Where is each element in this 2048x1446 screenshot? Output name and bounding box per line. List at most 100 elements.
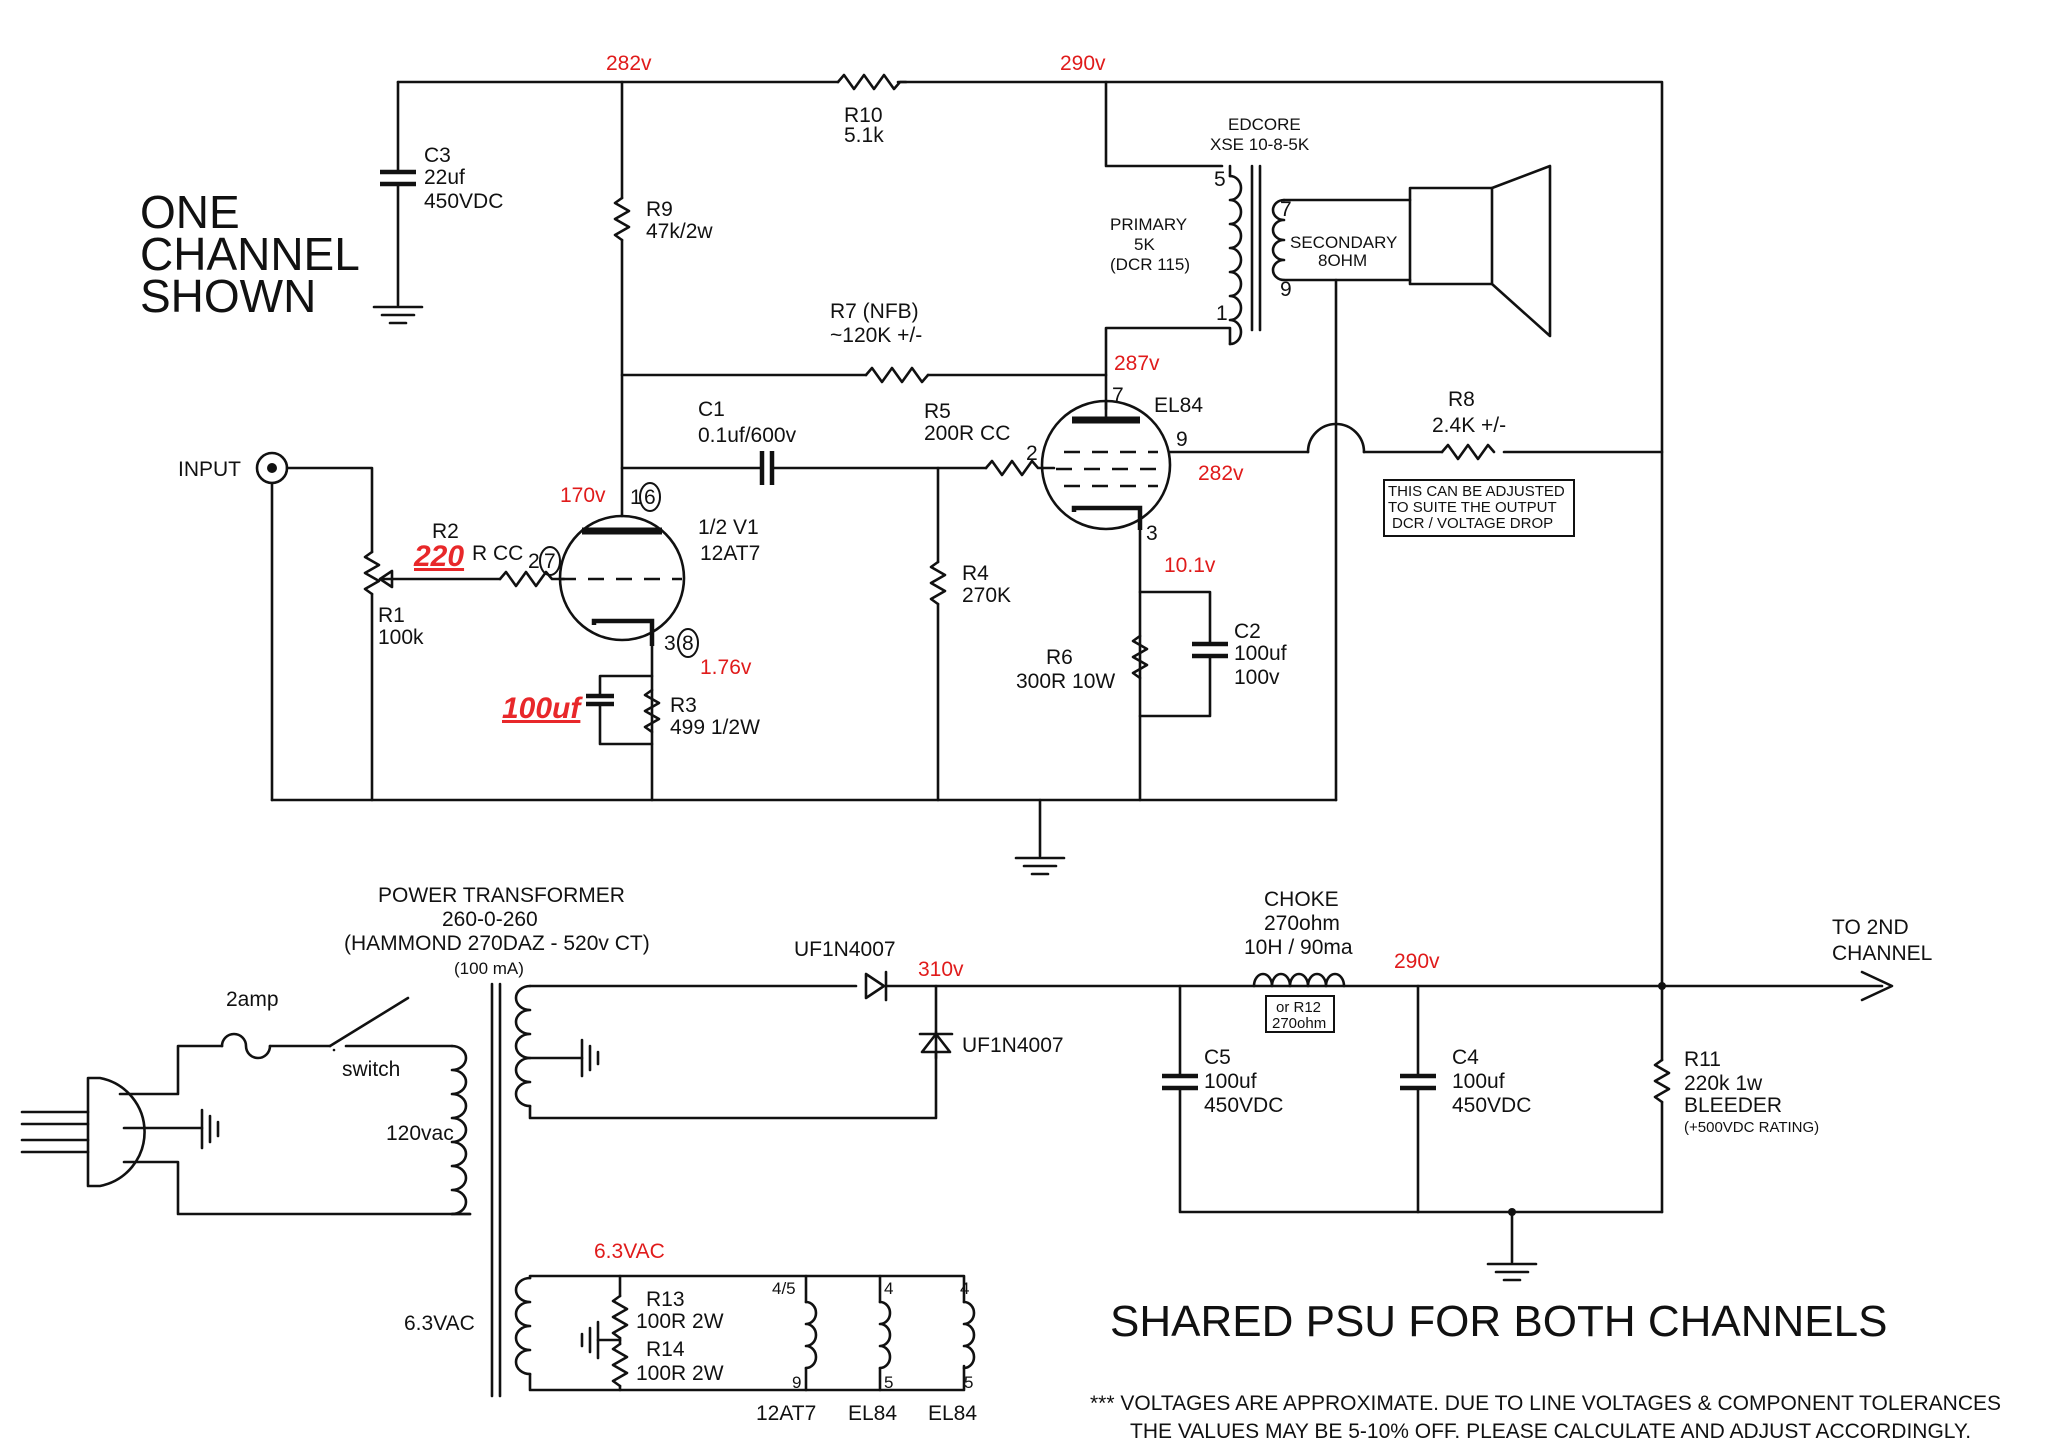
v1-pin3: 3: [664, 632, 676, 655]
r8-note-1: THIS CAN BE ADJUSTED: [1388, 483, 1565, 500]
heater-tube-2: EL84: [848, 1402, 897, 1425]
el84-pin3: 3: [1146, 522, 1158, 545]
c5-ref: C5: [1204, 1046, 1231, 1069]
r1-val: 100k: [378, 626, 424, 649]
diode-d1-icon: [864, 972, 886, 1000]
r8-note-3: DCR / VOLTAGE DROP: [1392, 515, 1553, 532]
c3-val2: 450VDC: [424, 190, 503, 213]
ot-secondary-2: 8OHM: [1318, 251, 1367, 270]
v1-name-1: 1/2 V1: [698, 516, 759, 539]
voltage-1-76: 1.76v: [700, 656, 752, 679]
r8-note-2: TO SUITE THE OUTPUT: [1388, 499, 1557, 516]
pt-line-3: (HAMMOND 270DAZ - 520v CT): [344, 932, 650, 955]
choke-line-3: 10H / 90ma: [1244, 936, 1353, 959]
c3-val1: 22uf: [424, 166, 465, 189]
r2-val: R CC: [472, 542, 523, 565]
ot-model: XSE 10-8-5K: [1210, 135, 1310, 154]
v1-pin8: 8: [682, 632, 694, 655]
r10-resistor: [836, 73, 908, 91]
ot-pin5: 5: [1214, 168, 1226, 191]
cathode-cap-red-value: 100uf: [502, 692, 583, 725]
r11-resistor: [1653, 1058, 1671, 1104]
v1-pin6: 6: [644, 486, 656, 509]
r13-ref: R13: [646, 1288, 685, 1311]
r8-screen-resistor: [1168, 422, 1664, 537]
el84-cathode-network: [1131, 590, 1228, 718]
r2-ref: R2: [432, 520, 459, 543]
heater-pin-5a: 5: [884, 1373, 893, 1392]
v1-pin2: 2: [528, 550, 540, 573]
el84-pin2: 2: [1026, 442, 1038, 465]
footnote-line-1: *** VOLTAGES ARE APPROXIMATE. DUE TO LIN…: [1090, 1392, 2001, 1415]
voltage-287: 287v: [1114, 352, 1160, 375]
voltage-282-top: 282v: [606, 52, 652, 75]
r9-ref: R9: [646, 198, 673, 221]
r5-ref: R5: [924, 400, 951, 423]
c1-capacitor: [620, 451, 1056, 485]
c2-ref: C2: [1234, 620, 1261, 643]
svg-text:CHANNEL: CHANNEL: [140, 228, 360, 280]
v1-cathode-network: [586, 674, 661, 746]
heater-pin-4a: 4: [884, 1279, 893, 1298]
r2-val-red: 220: [413, 540, 464, 573]
input-label: INPUT: [178, 458, 241, 481]
b-plus-rail: [396, 73, 1664, 987]
choke: [1252, 972, 1346, 1033]
c4-ref: C4: [1452, 1046, 1479, 1069]
r7-val: ~120K +/-: [830, 324, 922, 347]
heater-pin-4b: 4: [960, 1279, 969, 1298]
ot-primary-3: (DCR 115): [1110, 255, 1190, 274]
heater-pin-9: 9: [792, 1373, 801, 1392]
r14-resistor: [611, 1342, 629, 1388]
footnote-line-2: THE VALUES MAY BE 5-10% OFF. PLEASE CALC…: [1130, 1420, 1971, 1443]
ot-primary-1: PRIMARY: [1110, 215, 1187, 234]
r10-val: 5.1k: [844, 124, 884, 147]
v1-pin1: 1: [630, 486, 642, 509]
r13-resistor: [611, 1294, 629, 1340]
el84-tube: [1040, 399, 1172, 802]
r14-val: 100R 2W: [636, 1362, 724, 1385]
r11-val-2: BLEEDER: [1684, 1094, 1782, 1117]
r5-val: 200R CC: [924, 422, 1010, 445]
psu-heading: SHARED PSU FOR BOTH CHANNELS: [1110, 1297, 1887, 1346]
c1-ref: C1: [698, 398, 725, 421]
c5-val1: 100uf: [1204, 1070, 1257, 1093]
mains-label: 120vac: [386, 1122, 454, 1145]
pt-line-2: 260-0-260: [442, 908, 538, 931]
d2-label: UF1N4007: [962, 1034, 1064, 1057]
voltage-6-3: 6.3VAC: [594, 1240, 665, 1263]
heater-pin-4-5: 4/5: [772, 1279, 796, 1298]
r3-ref: R3: [670, 694, 697, 717]
r13-val: 100R 2W: [636, 1310, 724, 1333]
v1-name-2: 12AT7: [700, 542, 760, 565]
ot-pin7: 7: [1280, 198, 1292, 221]
r11-ref: R11: [1684, 1048, 1721, 1071]
r1-ref: R1: [378, 604, 405, 627]
heater-voltage-label: 6.3VAC: [404, 1312, 475, 1335]
c5-val2: 450VDC: [1204, 1094, 1283, 1117]
ground-symbol: [372, 305, 424, 325]
r6-ref: R6: [1046, 646, 1073, 669]
svg-text:SHOWN: SHOWN: [140, 270, 316, 322]
r6-val: 300R 10W: [1016, 670, 1115, 693]
to-2nd-channel-2: CHANNEL: [1832, 942, 1932, 965]
voltage-290-psu: 290v: [1394, 950, 1440, 973]
r7-ref: R7 (NFB): [830, 300, 919, 323]
r4-ref: R4: [962, 562, 989, 585]
fuse-label: 2amp: [226, 988, 279, 1011]
output-transformer: [1104, 80, 1552, 802]
svg-text:ONE: ONE: [140, 186, 240, 238]
mains-plug-icon: [20, 996, 472, 1216]
r2-resistor: [498, 570, 566, 588]
choke-alt-1: or R12: [1276, 999, 1321, 1016]
r9-resistor: [613, 80, 631, 518]
power-switch[interactable]: [328, 996, 410, 1048]
c3-capacitor: [372, 80, 424, 325]
heading-line-1: ONE: [140, 186, 240, 238]
heading-line-3: SHOWN: [140, 270, 316, 322]
v1-pin7: 7: [544, 550, 556, 573]
filter-caps: [1162, 984, 1671, 1282]
r4-val: 270K: [962, 584, 1011, 607]
r1-potentiometer[interactable]: [363, 550, 381, 596]
voltage-290-top: 290v: [1060, 52, 1106, 75]
